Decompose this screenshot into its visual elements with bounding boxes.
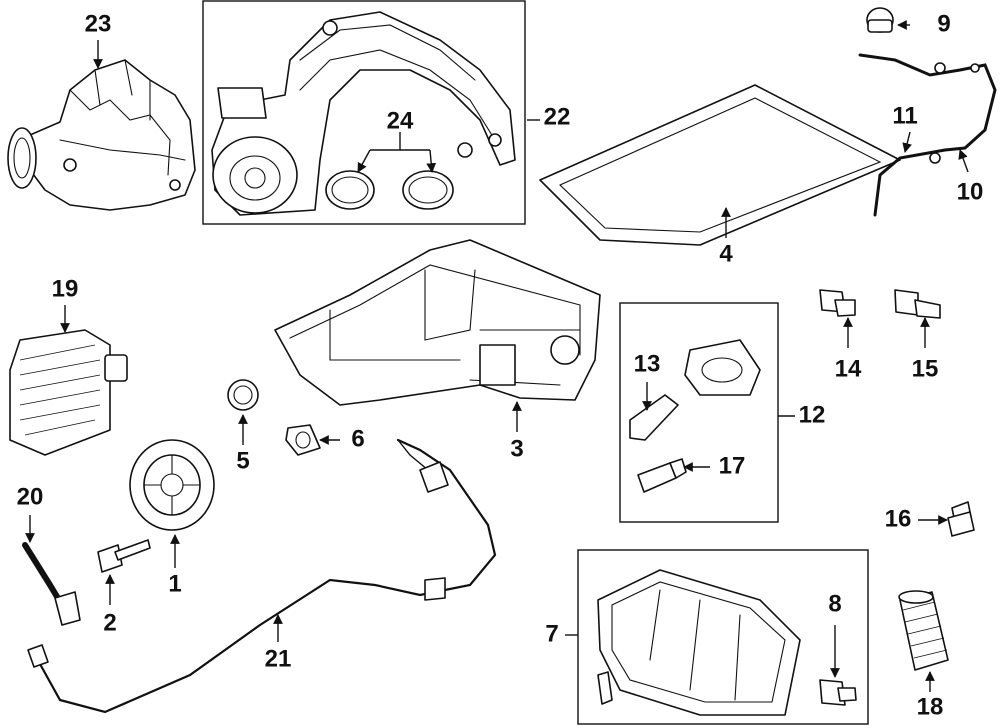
part-12-housing[interactable] (684, 339, 761, 396)
part-4-gasket[interactable] (539, 84, 901, 246)
callout-24: 24 (387, 107, 414, 134)
part-17-sensor[interactable] (637, 458, 687, 493)
callout-1: 1 (168, 570, 181, 597)
callout-22: 22 (544, 103, 571, 130)
part-16-drain-plug[interactable] (947, 501, 975, 537)
leader-lines (25, 20, 969, 692)
callout-9: 9 (937, 10, 950, 37)
oil-pan-lower-group-box (577, 549, 869, 725)
part-2-bolt[interactable] (97, 539, 151, 573)
callout-2: 2 (103, 609, 116, 636)
callout-7: 7 (545, 620, 558, 647)
callout-10: 10 (957, 178, 984, 205)
part-15-bolt[interactable] (894, 289, 941, 319)
callout-20: 20 (17, 483, 44, 510)
callout-17: 17 (719, 452, 746, 479)
callout-21: 21 (265, 645, 292, 672)
callout-6: 6 (351, 425, 364, 452)
callout-11: 11 (892, 102, 917, 129)
callout-4: 4 (719, 240, 733, 267)
part-9-cap[interactable] (866, 7, 894, 33)
callout-labels: 23 22 24 9 11 10 4 19 3 5 6 20 1 2 21 13… (17, 10, 984, 720)
part-21-wiring-harness[interactable] (27, 438, 497, 714)
callout-23: 23 (85, 10, 112, 37)
part-22-intake-manifold[interactable] (211, 11, 516, 216)
part-7-lower-oil-pan[interactable] (597, 569, 801, 716)
callout-3: 3 (510, 435, 523, 462)
part-18-oil-filter[interactable] (898, 590, 949, 671)
callout-15: 15 (912, 355, 939, 382)
part-5-plug[interactable] (227, 379, 259, 411)
part-14-bolt[interactable] (819, 289, 856, 317)
oil-sensor-group-box (619, 302, 779, 523)
part-20-dipstick-tube[interactable] (22, 542, 81, 626)
part-23-water-outlet-housing[interactable] (7, 59, 196, 211)
callout-12: 12 (799, 401, 826, 428)
part-24-intake-gaskets[interactable] (325, 170, 454, 210)
part-6-grommet[interactable] (285, 424, 321, 456)
callout-14: 14 (835, 355, 862, 382)
callout-5: 5 (236, 447, 249, 474)
callout-18: 18 (917, 693, 944, 720)
callout-8: 8 (828, 590, 841, 617)
part-13-gasket[interactable] (629, 394, 679, 441)
callout-13: 13 (634, 350, 661, 377)
part-1-crankshaft-pulley[interactable] (129, 439, 215, 531)
part-8-bolt[interactable] (819, 679, 857, 706)
part-19-oil-cooler[interactable] (9, 329, 128, 456)
part-11-hose[interactable] (873, 148, 947, 217)
callout-19: 19 (52, 275, 79, 302)
part-3-upper-oil-pan[interactable] (274, 239, 601, 406)
part-10-breather-tube[interactable] (858, 53, 997, 152)
callout-16: 16 (885, 505, 912, 532)
intake-manifold-group-box (202, 0, 526, 225)
part-7-sensor[interactable] (597, 671, 613, 705)
